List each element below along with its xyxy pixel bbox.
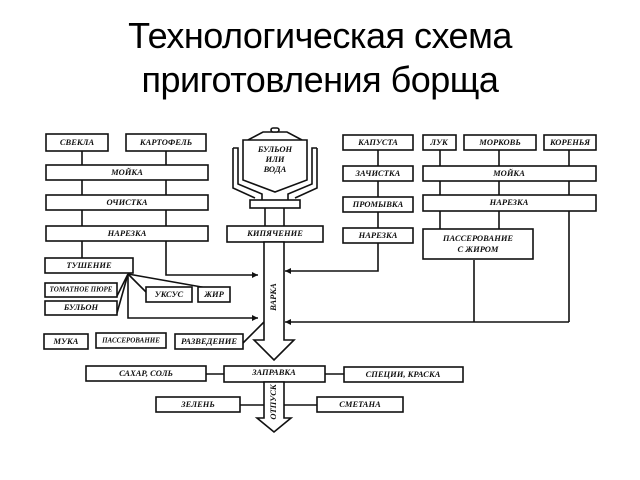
- roots-branch: ЛУК МОРКОВЬ КОРЕНЬЯ МОЙКА НАРЕЗКА ПАССЕР…: [285, 134, 597, 325]
- arrow-head: [285, 319, 291, 325]
- label-narezka-cabbage: НАРЕЗКА: [358, 230, 398, 240]
- label-moika-roots: МОЙКА: [492, 168, 525, 178]
- title-line-1: Технологическая схема: [128, 15, 512, 56]
- label-luk: ЛУК: [429, 137, 449, 147]
- arrow-head: [285, 268, 291, 274]
- label-promyvka: ПРОМЫВКА: [352, 199, 404, 209]
- title-line-2: приготовления борща: [141, 59, 499, 100]
- label-narezka-roots: НАРЕЗКА: [489, 197, 529, 207]
- label-pot-1: БУЛЬОН: [257, 144, 293, 154]
- node-zhir: [197, 286, 231, 303]
- node-bulon: [44, 300, 118, 316]
- stewing-branch: ТУШЕНИЕ ТОМАТНОЕ ПЮРЕ БУЛЬОН УКСУС ЖИР: [44, 257, 258, 321]
- serving-branch: САХАР, СОЛЬ ЗАПРАВКА СПЕЦИИ, КРАСКА ЗЕЛЕ…: [85, 365, 464, 434]
- connector: [116, 273, 129, 314]
- label-passerovanie: ПАССЕРОВАНИЕ: [101, 337, 160, 345]
- label-tomato: ТОМАТНОЕ ПЮРЕ: [50, 286, 113, 294]
- label-korenya: КОРЕНЬЯ: [549, 137, 591, 147]
- node-passerovanie: [95, 332, 167, 349]
- connector: [127, 273, 147, 293]
- label-varka: ВАРКА: [268, 283, 278, 312]
- node-uksus: [145, 286, 193, 303]
- node-zelen: [155, 396, 241, 413]
- varka-arrow: [252, 241, 296, 362]
- node-korenya: [543, 134, 597, 151]
- label-otpusk: ОТПУСК: [268, 383, 278, 420]
- connector-to-varka: [285, 270, 379, 272]
- label-zapravka: ЗАПРАВКА: [251, 367, 296, 377]
- node-tomato: [44, 282, 118, 298]
- label-passerovanie-zhir-1: ПАССЕРОВАНИЕ: [442, 233, 514, 243]
- label-zhir: ЖИР: [203, 289, 224, 299]
- label-sahar-sol: САХАР, СОЛЬ: [119, 368, 173, 378]
- node-sahar-sol: [85, 365, 207, 382]
- node-moika: [45, 164, 209, 181]
- node-narezka-roots: [422, 194, 597, 212]
- label-muka: МУКА: [53, 336, 79, 346]
- label-tushenie: ТУШЕНИЕ: [66, 260, 112, 270]
- label-razvedenie: РАЗВЕДЕНИЕ: [181, 336, 237, 346]
- label-ochistka: ОЧИСТКА: [106, 197, 147, 207]
- node-narezka: [45, 225, 209, 242]
- pot-branch: БУЛЬОН ИЛИ ВОДА КИПЯЧЕНИЕ ВАРКА: [226, 127, 324, 362]
- node-luk: [422, 134, 457, 151]
- node-smetana: [316, 396, 404, 413]
- node-moika-roots: [422, 165, 597, 182]
- label-kapusta: КАПУСТА: [357, 137, 398, 147]
- node-passerovanie-zhir: [422, 228, 534, 260]
- node-razvedenie: [174, 333, 244, 350]
- label-moika: МОЙКА: [110, 167, 143, 177]
- label-bulon: БУЛЬОН: [63, 302, 99, 312]
- node-morkov: [463, 134, 537, 151]
- pot-icon: [232, 127, 318, 226]
- label-zelen: ЗЕЛЕНЬ: [180, 399, 215, 409]
- cabbage-branch: КАПУСТА ЗАЧИСТКА ПРОМЫВКА НАРЕЗКА: [285, 134, 414, 274]
- node-promyvka: [342, 196, 414, 213]
- label-morkov: МОРКОВЬ: [478, 137, 520, 147]
- label-kipyachenie: КИПЯЧЕНИЕ: [246, 228, 303, 238]
- node-muka: [43, 333, 89, 350]
- arrow-head: [252, 272, 258, 278]
- node-narezka-cabbage: [342, 227, 414, 244]
- node-zachistka: [342, 165, 414, 182]
- label-uksus: УКСУС: [155, 289, 184, 299]
- otpusk-arrow: [254, 381, 294, 434]
- node-svekla: [45, 133, 109, 152]
- connector-to-varka: [165, 272, 258, 276]
- beet-potato-branch: СВЕКЛА КАРТОФЕЛЬ МОЙКА ОЧИСТКА НАРЕЗКА: [45, 133, 258, 278]
- slide-title: Технологическая схема приготовления борщ…: [0, 14, 640, 102]
- label-zachistka: ЗАЧИСТКА: [355, 168, 401, 178]
- label-svekla: СВЕКЛА: [60, 137, 95, 147]
- flour-branch: МУКА ПАССЕРОВАНИЕ РАЗВЕДЕНИЕ: [43, 321, 265, 350]
- label-pot-3: ВОДА: [263, 164, 287, 174]
- node-kartofel: [125, 133, 207, 152]
- label-narezka: НАРЕЗКА: [107, 228, 147, 238]
- label-specii: СПЕЦИИ, КРАСКА: [366, 369, 441, 379]
- node-tushenie: [44, 257, 134, 274]
- label-pot-2: ИЛИ: [264, 154, 284, 164]
- connector: [242, 321, 265, 344]
- connector-to-varka: [127, 274, 258, 319]
- label-smetana: СМЕТАНА: [339, 399, 381, 409]
- label-passerovanie-zhir-2: С ЖИРОМ: [458, 244, 499, 254]
- arrow-head: [252, 315, 258, 321]
- node-kapusta: [342, 134, 414, 151]
- node-ochistka: [45, 194, 209, 211]
- node-specii: [343, 366, 464, 383]
- label-kartofel: КАРТОФЕЛЬ: [139, 137, 192, 147]
